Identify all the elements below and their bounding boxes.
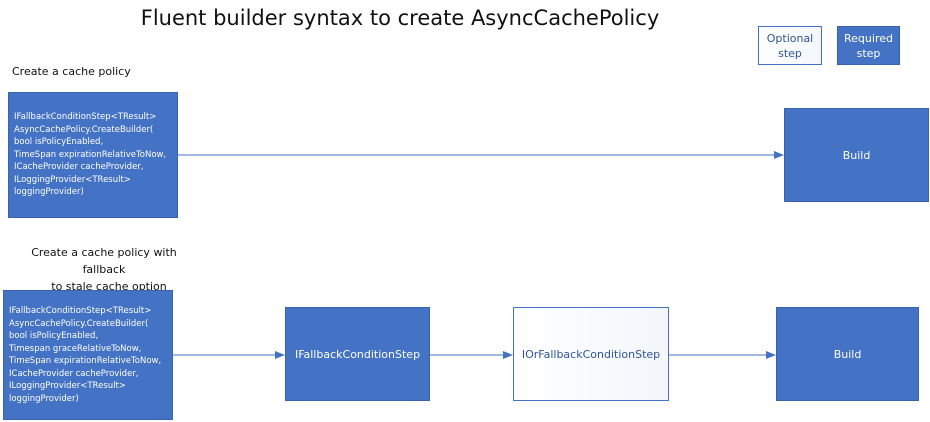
step1-label: IFallbackConditionStep [294,347,421,361]
legend-required-line2: step [856,46,881,60]
legend-optional-step: Optional step [758,26,822,65]
code-line: loggingProvider) [9,393,79,404]
step2-label: IOrFallbackConditionStep [521,347,661,361]
section2-label-line1: Create a cache policy with fallback [31,246,177,276]
legend-required-step: Required step [837,26,900,65]
legend-optional-line2: step [778,46,802,60]
code-line: loggingProvider) [14,187,84,198]
code-line: IFallbackConditionStep<TResult> [14,112,157,123]
section2-label-line2: to stale cache option [51,280,167,293]
code-line: TimeSpan expirationRelativeToNow, [14,149,167,160]
code-line: ILoggingProvider<TResult> [9,381,126,391]
build-label: Build [833,347,862,361]
code-line: AsyncCachePolicy.CreateBuilder( [14,124,154,135]
build-label: Build [842,148,871,162]
diagram-title: Fluent builder syntax to create AsyncCac… [140,6,660,30]
or-fallback-condition-step-box: IOrFallbackConditionStep [513,307,669,401]
code-line: AsyncCachePolicy.CreateBuilder( [9,318,149,329]
code-line: TimeSpan expirationRelativeToNow, [9,356,162,366]
section2-create-builder-box: IFallbackConditionStep<TResult> AsyncCac… [3,290,173,420]
code-line: ICacheProvider cacheProvider, [14,162,144,173]
code-line: bool isPolicyEnabled, [14,137,104,148]
section1-create-builder-box: IFallbackConditionStep<TResult> AsyncCac… [8,92,178,218]
section1-build-box: Build [784,108,929,202]
legend-optional-line1: Optional [766,31,814,45]
code-line: ILoggingProvider<TResult> [14,174,131,185]
section1-label: Create a cache policy [12,65,131,78]
code-line: ICacheProvider cacheProvider, [9,368,139,379]
legend-required-line1: Required [844,31,893,45]
code-line: IFallbackConditionStep<TResult> [9,306,152,316]
section2-build-box: Build [776,307,919,401]
code-line: Timespan graceRelativeToNow, [9,343,142,354]
fallback-condition-step-box: IFallbackConditionStep [285,307,430,401]
section2-label: Create a cache policy with fallback to s… [11,244,197,295]
code-line: bool isPolicyEnabled, [9,331,99,341]
